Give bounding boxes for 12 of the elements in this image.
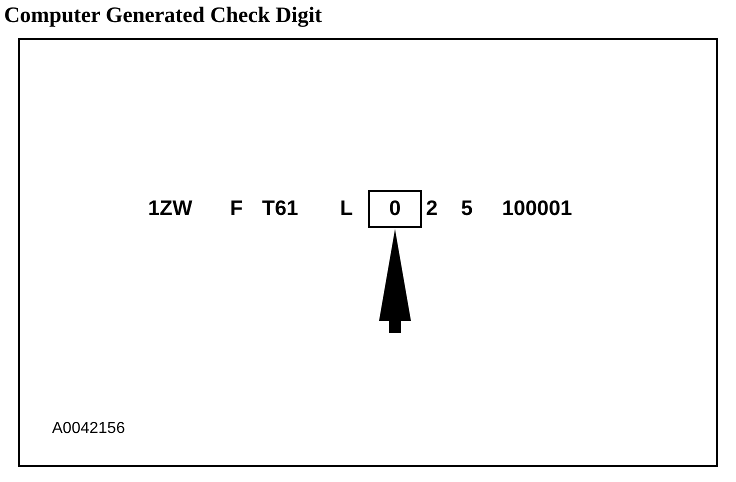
vin-character: T61 [262,197,298,221]
title: Computer Generated Check Digit [4,2,322,28]
figure-code: A0042156 [52,419,125,439]
vin-character: 100001 [502,197,572,221]
vin-character: L [340,197,353,221]
check-digit-box: 0 [368,190,422,228]
figure-frame [18,38,718,467]
vin-character: 1ZW [148,197,192,221]
arrow [379,229,411,333]
vin-character: 2 [426,197,438,221]
vin-character: F [230,197,243,221]
vin-character: 5 [461,197,473,221]
